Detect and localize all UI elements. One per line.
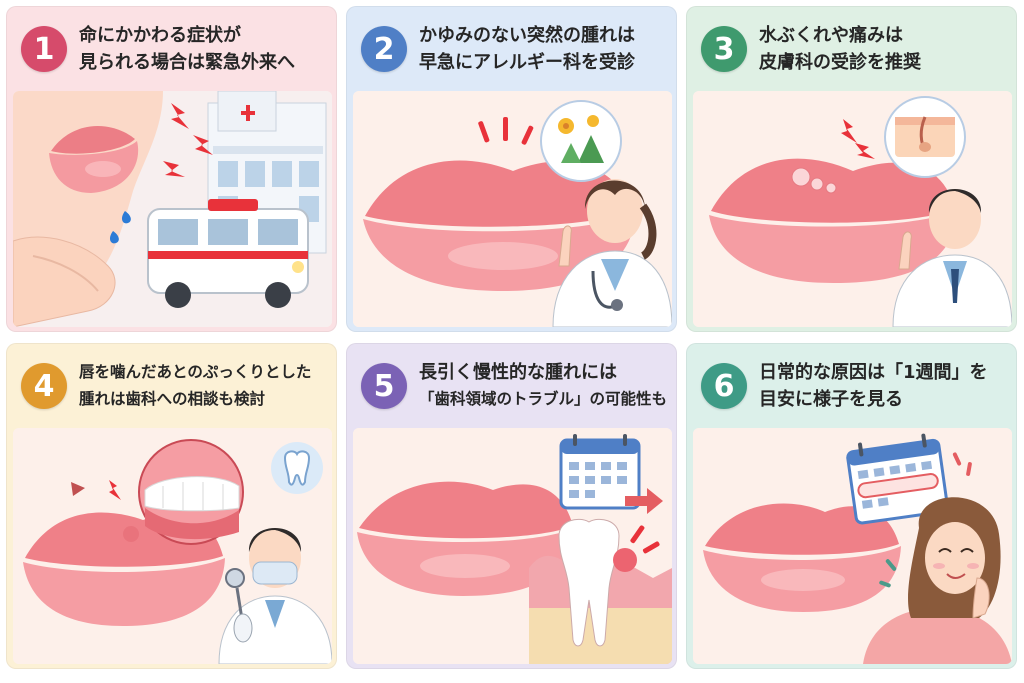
card-6-title: 日常的な原因は「1週間」を 目安に様子を見る <box>759 359 1016 413</box>
card-2-title: かゆみのない突然の腫れは 早急にアレルギー科を受診 <box>419 22 676 76</box>
card-6-title-line1: 日常的な原因は「1週間」を <box>759 362 988 383</box>
alert-spark-icon <box>478 117 534 145</box>
blistered-lips-icon <box>709 158 957 283</box>
card-2-illustration <box>353 91 672 327</box>
card-3-title-line1: 水ぶくれや痛みは <box>759 25 903 46</box>
hand-icon <box>13 236 116 327</box>
card-4-title-line2: 腫れは歯科への相談も検討 <box>79 390 266 408</box>
lips-icon <box>357 481 575 596</box>
skin-layer-icon <box>895 116 955 157</box>
lips-icon <box>49 126 139 193</box>
male-doctor-icon <box>892 189 1012 327</box>
card-2-title-line1: かゆみのない突然の腫れは <box>419 25 635 46</box>
card-5-illustration <box>353 428 672 664</box>
alert-spark-icon <box>163 103 213 177</box>
card-5-title: 長引く慢性的な腫れには 「歯科領域のトラブル」の可能性も <box>419 359 676 413</box>
card-1-illustration <box>13 91 332 327</box>
card-5-chronic-dental: 5 長引く慢性的な腫れには 「歯科領域のトラブル」の可能性も <box>346 343 677 669</box>
card-1-title-line1: 命にかかわる症状が <box>79 25 241 46</box>
card-5-header: 5 長引く慢性的な腫れには 「歯科領域のトラブル」の可能性も <box>347 344 676 428</box>
infographic-grid: 1 命にかかわる症状が 見られる場合は緊急外来へ <box>6 6 1018 677</box>
smiling-woman-icon <box>863 497 1012 664</box>
lips-icon <box>703 503 901 612</box>
tooth-icon <box>283 450 311 486</box>
card-4-title-line1: 唇を噛んだあとのぷっくりとした <box>79 363 312 381</box>
card-4-number-badge: 4 <box>21 363 67 409</box>
biting-teeth-icon <box>138 439 244 545</box>
card-4-dental-bite: 4 唇を噛んだあとのぷっくりとした 腫れは歯科への相談も検討 <box>6 343 337 669</box>
pollen-flower-icon <box>558 115 599 134</box>
card-3-header: 3 水ぶくれや痛みは 皮膚科の受診を推奨 <box>687 7 1016 91</box>
ambulance-icon <box>147 199 309 308</box>
card-2-title-line2: 早急にアレルギー科を受診 <box>419 52 635 73</box>
calendar-week-icon <box>846 433 949 525</box>
card-4-title: 唇を噛んだあとのぷっくりとした 腫れは歯科への相談も検討 <box>79 359 336 413</box>
card-3-number-badge: 3 <box>701 26 747 72</box>
card-4-header: 4 唇を噛んだあとのぷっくりとした 腫れは歯科への相談も検討 <box>7 344 336 428</box>
card-1-emergency: 1 命にかかわる症状が 見られる場合は緊急外来へ <box>6 6 337 332</box>
card-6-wait-one-week: 6 日常的な原因は「1週間」を 目安に様子を見る <box>686 343 1017 669</box>
card-3-title-line2: 皮膚科の受診を推奨 <box>759 52 921 73</box>
dental-mirror-icon <box>225 568 253 643</box>
card-6-title-line2: 目安に様子を見る <box>759 389 903 410</box>
card-3-title: 水ぶくれや痛みは 皮膚科の受診を推奨 <box>759 22 1016 76</box>
card-1-title: 命にかかわる症状が 見られる場合は緊急外来へ <box>79 22 336 76</box>
card-6-illustration <box>693 428 1012 664</box>
card-1-header: 1 命にかかわる症状が 見られる場合は緊急外来へ <box>7 7 336 91</box>
tree-icon <box>561 135 604 163</box>
card-3-illustration <box>693 91 1012 327</box>
card-2-header: 2 かゆみのない突然の腫れは 早急にアレルギー科を受診 <box>347 7 676 91</box>
card-1-number-badge: 1 <box>21 26 67 72</box>
tooth-gum-icon <box>529 518 672 664</box>
card-3-dermatology: 3 水ぶくれや痛みは 皮膚科の受診を推奨 <box>686 6 1017 332</box>
calendar-icon <box>559 434 641 510</box>
arrow-right-icon <box>625 488 663 514</box>
card-6-header: 6 日常的な原因は「1週間」を 目安に様子を見る <box>687 344 1016 428</box>
card-1-title-line2: 見られる場合は緊急外来へ <box>79 52 295 73</box>
female-doctor-icon <box>552 179 672 327</box>
hospital-icon <box>207 91 327 254</box>
card-2-allergy: 2 かゆみのない突然の腫れは 早急にアレルギー科を受診 <box>346 6 677 332</box>
dentist-icon <box>218 528 332 664</box>
card-4-illustration <box>13 428 332 664</box>
card-2-number-badge: 2 <box>361 26 407 72</box>
card-5-number-badge: 5 <box>361 363 407 409</box>
alert-spark-icon <box>841 119 875 159</box>
card-5-title-line1: 長引く慢性的な腫れには <box>419 362 617 383</box>
card-5-title-line2: 「歯科領域のトラブル」の可能性も <box>419 390 668 408</box>
card-6-number-badge: 6 <box>701 363 747 409</box>
